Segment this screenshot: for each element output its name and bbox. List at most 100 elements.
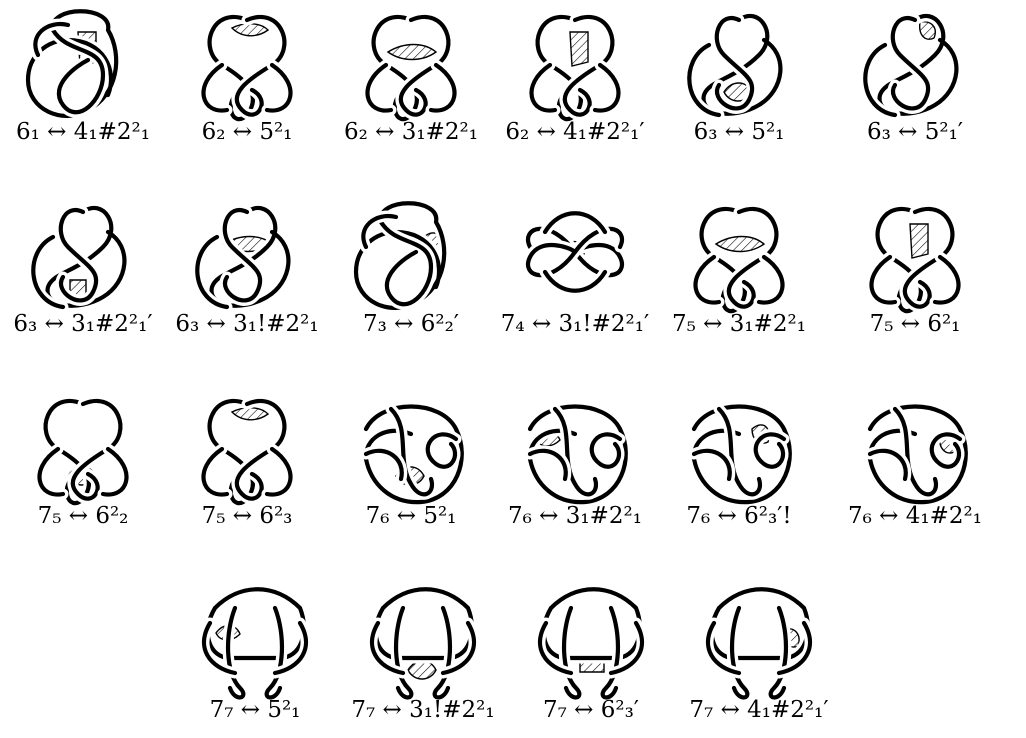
knot-figure: 6₂ ↔ 3₁#2²₁ (336, 0, 486, 160)
knot-figure: 6₁ ↔ 4₁#2²₁ (8, 0, 158, 160)
knot-strand (701, 13, 783, 116)
knot-strand (363, 448, 404, 482)
knot-diagram (859, 10, 962, 121)
knot-diagram (198, 395, 296, 509)
knot-strand (33, 21, 71, 58)
knot-figure: 6₃ ↔ 5²₁′ (840, 0, 990, 160)
hatched-band (230, 23, 270, 37)
knot-strand (562, 15, 615, 117)
knot-strand (195, 234, 230, 310)
knot-strand (867, 448, 908, 482)
knot-label: 6₁ ↔ 4₁#2²₁ (16, 119, 150, 145)
hatched-band (569, 31, 589, 67)
knot-figure: 7₅ ↔ 6²₁ (840, 192, 990, 352)
knot-diagram (524, 401, 632, 508)
knot-figure: 6₃ ↔ 3₁!#2²₁ (172, 192, 322, 352)
knot-strand (378, 219, 434, 307)
knot-figure: 7₆ ↔ 3₁#2²₁ (500, 384, 650, 544)
knot-strand (869, 254, 961, 305)
knot-figure: 7₇ ↔ 6²₃′ (516, 578, 666, 738)
knot-strand (716, 406, 763, 497)
knot-strand (541, 587, 642, 661)
knot-figure: 6₃ ↔ 3₁#2²₁′ (8, 192, 158, 352)
knot-diagram (362, 11, 460, 125)
knot-strand (398, 15, 451, 117)
knot-label: 6₃ ↔ 3₁#2²₁′ (13, 311, 153, 337)
knot-strand (693, 254, 785, 305)
knot-diagram (360, 401, 468, 508)
knot-label: 7₅ ↔ 6²₂ (37, 503, 129, 529)
knot-label: 6₂ ↔ 3₁#2²₁ (344, 119, 478, 145)
knot-strand (202, 620, 308, 676)
knot-diagram (198, 583, 312, 703)
knot-strand (589, 432, 623, 469)
knot-strand (205, 587, 306, 661)
knot-diagram (522, 207, 628, 297)
knot-strand (234, 399, 287, 501)
knot-strand (706, 620, 812, 676)
knot-label: 7₅ ↔ 3₁#2²₁ (672, 311, 806, 337)
knot-diagram (198, 11, 296, 125)
knot-strand (264, 605, 284, 700)
knot-figure: 6₂ ↔ 5²₁ (172, 0, 322, 160)
knot-strand (45, 205, 127, 308)
hatched-band (386, 43, 438, 61)
knot-diagram (191, 202, 294, 313)
knot-figure: 7₆ ↔ 4₁#2²₁ (840, 384, 990, 544)
knot-figure: 7₆ ↔ 6²₃′! (664, 384, 814, 544)
knot-figure: 6₃ ↔ 5²₁ (664, 0, 814, 160)
knot-diagram (690, 203, 788, 317)
knot-strand (726, 207, 779, 309)
knot-strand (37, 446, 129, 497)
knot-label: 7₇ ↔ 4₁#2²₁′ (689, 697, 829, 723)
knot-strand (562, 605, 582, 700)
knot-strand (714, 15, 755, 111)
knot-label: 7₄ ↔ 3₁!#2²₁′ (500, 311, 650, 337)
knot-diagram (526, 11, 624, 125)
knot-strand (552, 406, 599, 497)
knot-strand (373, 587, 474, 661)
hatched-band (230, 407, 270, 421)
knot-label: 7₇ ↔ 3₁!#2²₁ (351, 697, 495, 723)
hatched-band (919, 21, 936, 40)
knot-strand (58, 207, 99, 303)
hatched-band (407, 660, 437, 680)
knot-diagram (27, 202, 130, 313)
knot-strand (929, 432, 963, 469)
knot-figure: 7₅ ↔ 6²₃ (172, 384, 322, 544)
knot-strand (31, 234, 66, 310)
knot-strand (70, 399, 123, 501)
knot-diagram (34, 395, 132, 509)
knot-strand (25, 9, 119, 118)
knot-label: 7₆ ↔ 5²₁ (365, 503, 457, 529)
knot-strand (365, 62, 457, 113)
knot-figure: 7₇ ↔ 5²₁ (180, 578, 330, 738)
knot-label: 7₆ ↔ 4₁#2²₁ (848, 503, 982, 529)
knot-strand (892, 406, 939, 497)
knot-strand (902, 207, 955, 309)
knot-figure: 7₅ ↔ 6²₂ (8, 384, 158, 544)
knot-diagram (702, 583, 816, 703)
knot-label: 6₃ ↔ 5²₁′ (866, 119, 964, 145)
knot-strand (432, 605, 452, 700)
knot-strand (222, 207, 263, 303)
knot-label: 6₂ ↔ 4₁#2²₁′ (505, 119, 645, 145)
knot-diagram (366, 583, 480, 703)
knot-label: 7₆ ↔ 6²₃′! (686, 503, 792, 529)
knot-label: 7₅ ↔ 6²₁ (869, 311, 961, 337)
knot-label: 7₇ ↔ 5²₁ (209, 697, 301, 723)
knot-figure: 7₃ ↔ 6²₂′ (336, 192, 486, 352)
knot-diagram (688, 401, 796, 508)
knot-label: 7₅ ↔ 6²₃ (201, 503, 293, 529)
knot-diagram (866, 203, 964, 317)
knot-strand (226, 605, 246, 700)
knot-strand (50, 27, 106, 115)
knot-strand (687, 42, 722, 118)
knot-strand (394, 605, 414, 700)
knot-strand (538, 620, 644, 676)
knot-diagram (683, 10, 786, 121)
knot-strand (361, 213, 399, 250)
knot-strand (863, 42, 898, 118)
knot-figure: 7₆ ↔ 5²₁ (336, 384, 486, 544)
knot-strand (388, 406, 435, 497)
